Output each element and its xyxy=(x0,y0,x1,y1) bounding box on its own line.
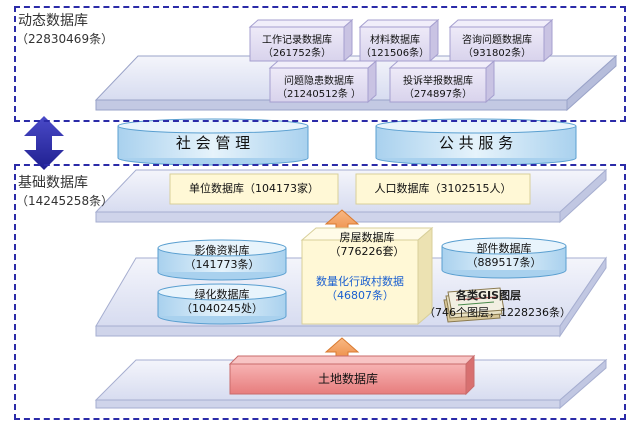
population-db-box xyxy=(355,173,531,205)
parts-db-name: 部件数据库 xyxy=(476,242,532,255)
land-db-box xyxy=(228,354,476,396)
image-library-label: 影像资料库 （141773条） xyxy=(158,240,286,276)
cube-name: 问题隐患数据库 xyxy=(284,76,354,87)
cylinder-greening xyxy=(157,283,287,325)
cube-name: 投诉举报数据库 xyxy=(403,76,473,87)
cube-count: （274897条） xyxy=(403,89,473,100)
dynamic-section-title: 动态数据库 xyxy=(18,13,88,29)
cube-name: 工作记录数据库 xyxy=(262,35,332,46)
cube-label: 投诉举报数据库 （274897条） xyxy=(390,75,486,101)
cube-complaints xyxy=(388,59,496,104)
dynamic-section-frame xyxy=(14,6,626,122)
cube-count: （21240512条 ） xyxy=(276,89,362,100)
village-data-count: （46807条） xyxy=(326,289,394,302)
greening-db-name: 绿化数据库 xyxy=(194,288,250,301)
unit-db-label: 单位数据库（104173家） xyxy=(189,182,319,195)
public-service-label: 公 共 服 务 xyxy=(438,134,514,152)
image-library-count: （141773条） xyxy=(184,258,260,271)
cylinder-parts xyxy=(441,237,567,279)
cube-work-records xyxy=(248,18,354,63)
base-section-title: 基础数据库 xyxy=(18,175,88,191)
parts-db-label: 部件数据库 （889517条） xyxy=(442,238,566,274)
housing-db-name: 房屋数据库 xyxy=(339,231,395,244)
housing-db-label: 房屋数据库 （776226套） xyxy=(302,231,432,259)
cube-hazards xyxy=(268,59,378,104)
cylinder-social-management xyxy=(117,118,309,166)
housing-cube xyxy=(300,226,434,326)
land-db-label: 土地数据库 xyxy=(317,372,378,386)
cube-name: 材料数据库 xyxy=(370,35,420,46)
gis-layers-name: 各类GIS图层 xyxy=(456,289,522,302)
greening-db-label: 绿化数据库 （1040245处） xyxy=(158,284,286,320)
image-library-name: 影像资料库 xyxy=(194,244,250,257)
cube-count: （261752条） xyxy=(262,48,332,59)
dynamic-section-count: （22830469条） xyxy=(16,32,114,46)
cube-count: （931802条） xyxy=(462,48,532,59)
cube-consultation xyxy=(448,18,554,63)
population-db-label: 人口数据库（3102515人） xyxy=(374,182,512,195)
cube-label: 咨询问题数据库 （931802条） xyxy=(450,34,544,60)
unit-db-box xyxy=(169,173,339,205)
double-arrow-icon xyxy=(24,116,64,170)
cube-label: 工作记录数据库 （261752条） xyxy=(250,34,344,60)
greening-db-count: （1040245处） xyxy=(181,302,263,315)
gis-layers-count: （746个图层，1228236条） xyxy=(424,306,571,319)
village-data-name: 数量化行政村数据 xyxy=(316,275,404,288)
cylinder-public-service xyxy=(375,118,577,166)
social-management-label: 社 会 管 理 xyxy=(175,134,251,152)
village-data-label: 数量化行政村数据 （46807条） xyxy=(298,272,422,306)
cube-name: 咨询问题数据库 xyxy=(462,35,532,46)
base-section-count: （14245258条） xyxy=(16,194,114,208)
housing-db-count: （776226套） xyxy=(329,245,405,258)
gis-layers-icon xyxy=(443,287,505,323)
base-section-frame xyxy=(14,164,626,420)
cube-materials xyxy=(358,18,440,63)
cube-label: 问题隐患数据库 （21240512条 ） xyxy=(270,75,368,101)
cylinder-image-library xyxy=(157,239,287,281)
cube-label: 材料数据库 （121506条） xyxy=(360,34,430,60)
parts-db-count: （889517条） xyxy=(466,256,542,269)
cube-count: （121506条） xyxy=(360,48,430,59)
